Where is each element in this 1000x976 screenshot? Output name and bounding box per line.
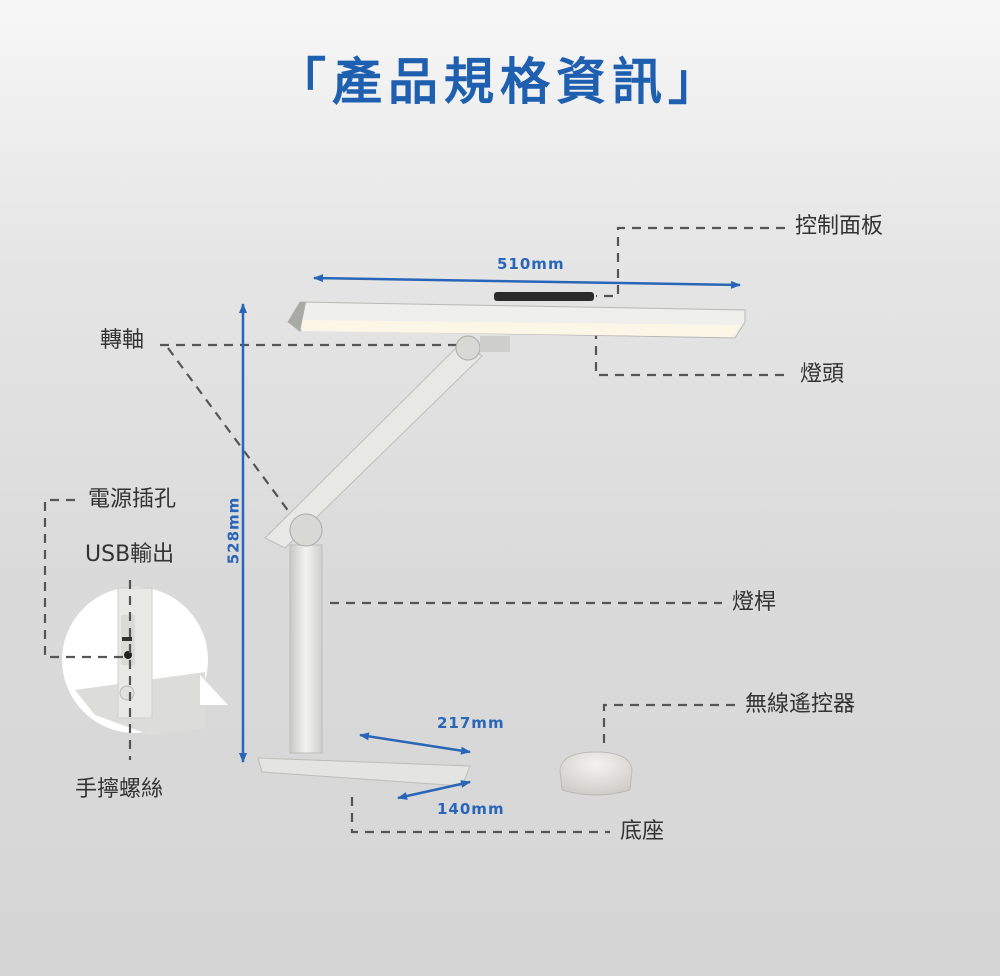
- label-base: 底座: [620, 819, 665, 844]
- dim-head-width: 510mm: [497, 255, 565, 273]
- label-usb-output: USB輸出: [85, 542, 175, 567]
- page-title: 「產品規格資訊」: [276, 53, 724, 111]
- label-remote: 無線遙控器: [745, 692, 856, 717]
- label-thumb-screw: 手擰螺絲: [75, 777, 164, 802]
- label-power-jack: 電源插孔: [88, 487, 177, 512]
- dim-base-width: 140mm: [437, 800, 505, 818]
- leader-lines: [43, 226, 790, 834]
- label-pivot: 轉軸: [100, 328, 145, 353]
- label-lamp-head: 燈頭: [800, 362, 845, 387]
- wireless-remote: [559, 751, 633, 796]
- label-control-panel: 控制面板: [795, 214, 884, 239]
- label-lamp-pole: 燈桿: [732, 590, 777, 615]
- usb-port-inset: [62, 587, 228, 735]
- dim-height: 528mm: [224, 496, 243, 565]
- dim-base-length: 217mm: [437, 714, 505, 732]
- dimension-arrows: [239, 274, 741, 800]
- lamp: [257, 292, 746, 787]
